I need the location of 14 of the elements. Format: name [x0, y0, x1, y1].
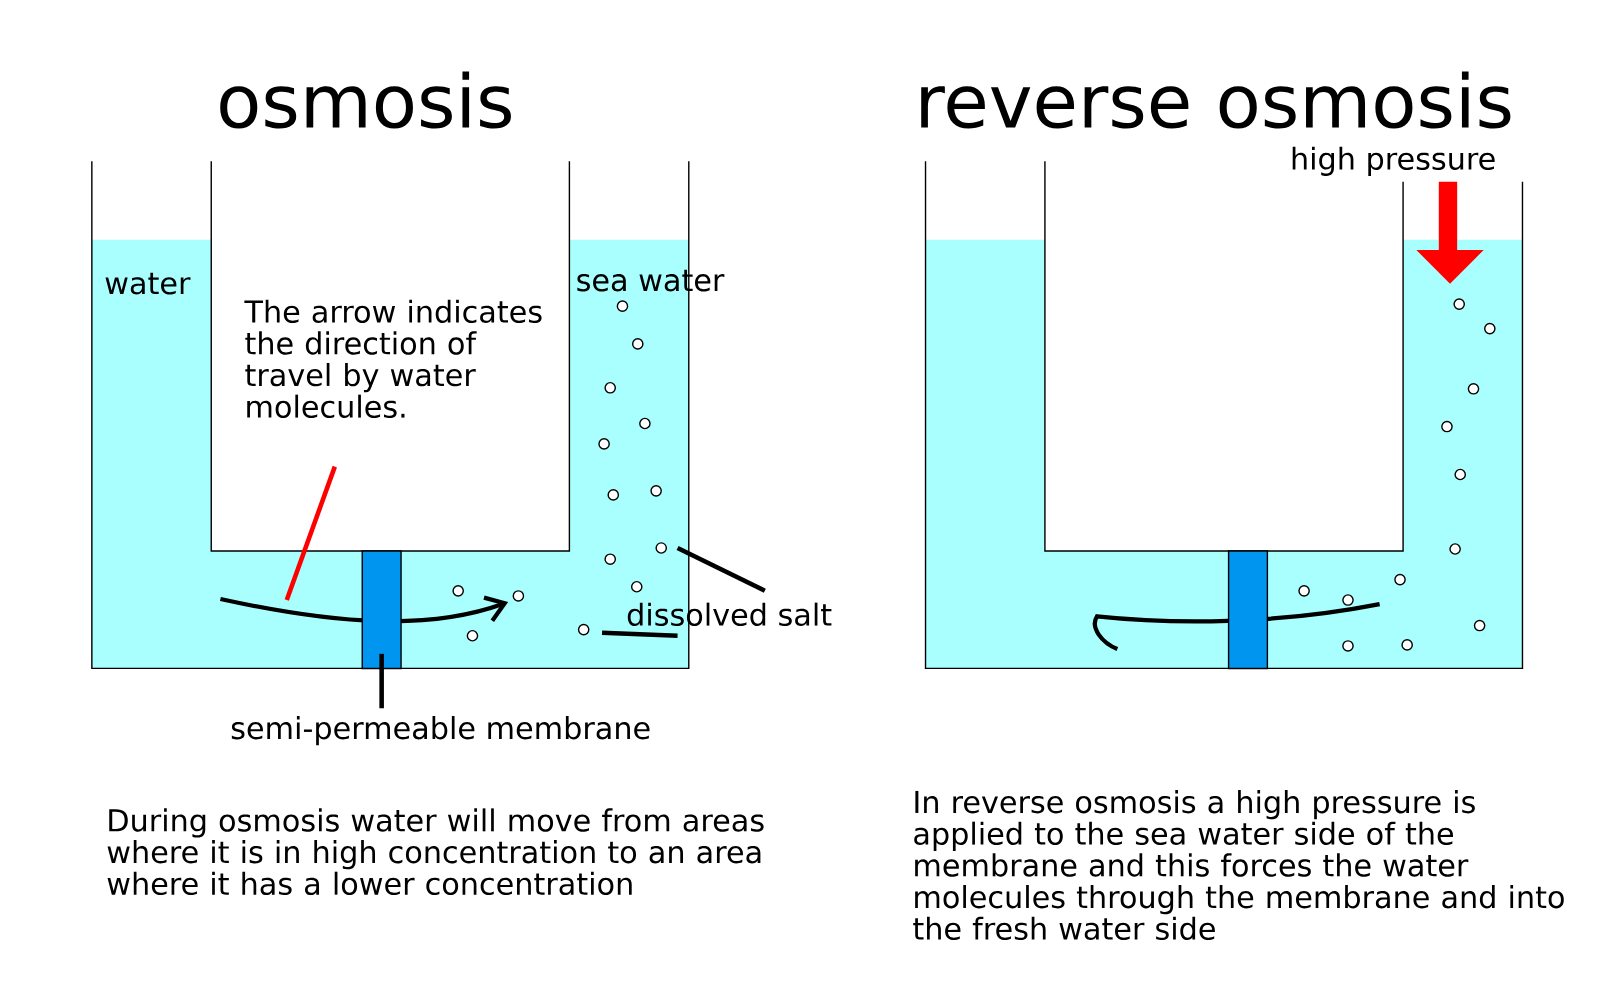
leader-line [601, 630, 678, 639]
pressure-label: high pressure [1292, 146, 1495, 176]
water-label: water [105, 272, 191, 295]
membrane-label: semi-permeable membrane [231, 716, 650, 746]
panel-title: osmosis [220, 71, 511, 129]
membrane [1227, 550, 1269, 670]
explanation-text: During osmosis water will move from areas where it is in high concentration to an area where it has a lower concentration [107, 808, 764, 896]
explanation-text: In reverse osmosis a high pressure is applied to the sea water side of the membrane and this forces the water molecules through the membrane and into the fresh water side [913, 790, 1564, 941]
panel-title: reverse osmosis [921, 71, 1511, 129]
leader-line [676, 545, 766, 593]
annotation-text: The arrow indicates the direction of travel by water molecules. [244, 299, 542, 418]
leader-line [284, 465, 337, 601]
leader-line [379, 653, 384, 709]
membrane [361, 550, 402, 670]
